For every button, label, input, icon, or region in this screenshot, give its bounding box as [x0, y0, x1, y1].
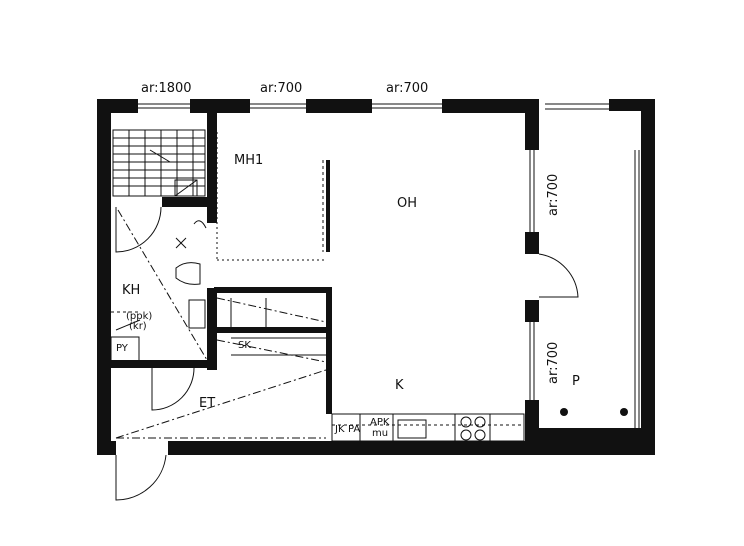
fixture-label-apk: APK [370, 417, 390, 428]
room-label-mh1: MH1 [234, 153, 264, 168]
balcony-posts [560, 408, 628, 416]
fixture-label-mu: mu [372, 428, 389, 439]
room-label-k: K [395, 378, 404, 393]
room-label-p: P [572, 374, 580, 389]
interior-walls [103, 113, 332, 414]
room-label-sk: SK [238, 340, 251, 351]
fixture-label-pa: PA [348, 424, 361, 435]
fixture-label-jk: JK [335, 424, 345, 435]
fixture-label-pppk: (ppk) [126, 311, 153, 322]
room-label-oh: OH [397, 196, 418, 211]
window-label-ar700-d: ar:700 [546, 341, 561, 384]
window-label-ar700-a: ar:700 [260, 81, 303, 96]
window-label-ar700-c: ar:700 [546, 173, 561, 216]
room-label-kh: KH [122, 283, 141, 298]
outer-walls [97, 99, 655, 455]
window-openings [116, 99, 640, 455]
room-label-py: PY [116, 343, 128, 354]
interior-lines [110, 129, 579, 501]
window-label-ar1800: ar:1800 [141, 81, 192, 96]
window-label-ar700-b: ar:700 [386, 81, 429, 96]
room-label-et: ET [199, 396, 216, 411]
fixture-label-kr: (kr) [129, 321, 147, 332]
